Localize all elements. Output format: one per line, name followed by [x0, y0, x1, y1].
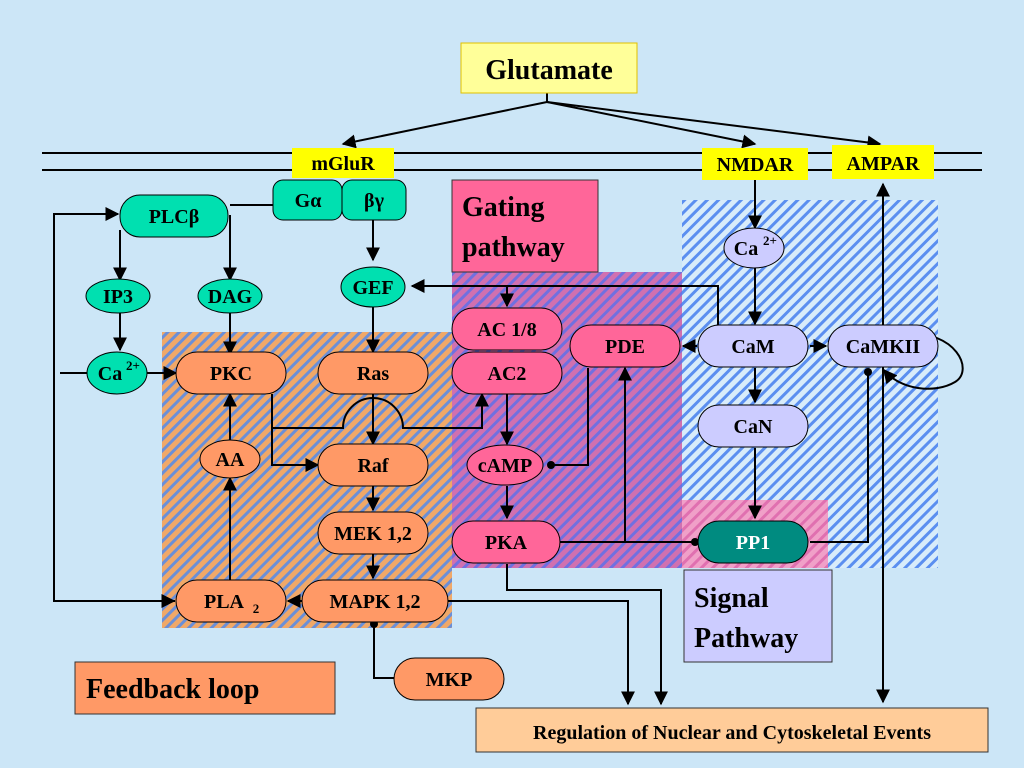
gating-pathway-label: Gating pathway: [451, 179, 599, 273]
svg-text:Signal: Signal: [694, 583, 769, 614]
mglur-label: mGluR: [292, 148, 394, 178]
regulation-label: Regulation of Nuclear and Cytoskeletal E…: [475, 707, 989, 753]
svg-text:Pathway: Pathway: [694, 623, 798, 654]
node-betagamma: βγ: [341, 179, 407, 221]
node-ac18: AC 1/8: [451, 307, 563, 351]
svg-text:Gα: Gα: [295, 190, 322, 212]
svg-text:CaN: CaN: [734, 416, 773, 438]
svg-text:PP1: PP1: [736, 532, 770, 554]
connections: [53, 180, 964, 706]
node-plcb: PLCβ: [119, 194, 229, 238]
node-raf: Raf: [317, 443, 429, 487]
svg-text:PLCβ: PLCβ: [149, 206, 200, 228]
node-dag: DAG: [197, 278, 263, 314]
node-ip3: IP3: [85, 278, 151, 314]
node-ras: Ras: [317, 351, 429, 395]
node-camp: cAMP: [466, 444, 544, 486]
node-can: CaN: [697, 404, 809, 448]
svg-text:2: 2: [253, 601, 260, 616]
node-ac2: AC2: [451, 351, 563, 395]
node-camkii: CaMKII: [827, 324, 939, 368]
svg-text:pathway: pathway: [462, 232, 565, 263]
svg-text:βγ: βγ: [364, 190, 385, 212]
svg-text:PDE: PDE: [605, 336, 645, 358]
svg-text:AA: AA: [216, 449, 245, 471]
svg-text:CaM: CaM: [731, 336, 774, 358]
svg-text:mGluR: mGluR: [311, 153, 375, 175]
svg-text:AC 1/8: AC 1/8: [477, 319, 536, 341]
svg-text:MAPK 1,2: MAPK 1,2: [329, 591, 420, 613]
svg-text:PKC: PKC: [210, 363, 252, 385]
svg-text:cAMP: cAMP: [478, 455, 532, 477]
svg-text:DAG: DAG: [208, 286, 253, 308]
svg-text:Ca: Ca: [734, 238, 758, 260]
node-mkp: MKP: [393, 657, 505, 701]
node-pkc: PKC: [175, 351, 287, 395]
node-pla2: PLA 2: [175, 579, 287, 623]
svg-text:PLA: PLA: [204, 591, 245, 613]
node-cam: CaM: [697, 324, 809, 368]
nmdar-label: NMDAR: [702, 148, 808, 180]
node-aa: AA: [199, 439, 261, 479]
node-pp1: PP1: [697, 520, 809, 564]
svg-text:CaMKII: CaMKII: [846, 336, 921, 358]
node-gef: GEF: [340, 266, 406, 308]
node-ca-left: Ca 2+: [86, 351, 148, 395]
svg-text:Regulation of Nuclear and Cyto: Regulation of Nuclear and Cytoskeletal E…: [533, 722, 931, 744]
svg-text:GEF: GEF: [352, 277, 393, 299]
svg-text:2+: 2+: [126, 358, 140, 373]
svg-text:Gating: Gating: [462, 192, 544, 223]
svg-text:Feedback loop: Feedback loop: [86, 674, 259, 705]
node-pka: PKA: [451, 520, 561, 564]
node-mek: MEK 1,2: [317, 511, 429, 555]
svg-text:Raf: Raf: [357, 455, 388, 477]
feedback-loop-label: Feedback loop: [74, 661, 336, 715]
svg-text:MEK 1,2: MEK 1,2: [334, 523, 412, 545]
svg-text:AC2: AC2: [488, 363, 527, 385]
svg-text:AMPAR: AMPAR: [847, 153, 920, 175]
node-mapk: MAPK 1,2: [301, 579, 449, 623]
svg-text:MKP: MKP: [426, 669, 473, 691]
node-pde: PDE: [569, 324, 681, 368]
glutamate-arrows: [341, 92, 882, 150]
signal-pathway-label: Signal Pathway: [683, 569, 833, 663]
node-galpha: Gα: [272, 179, 343, 221]
svg-text:Glutamate: Glutamate: [485, 55, 613, 86]
glutamate-label: Glutamate: [460, 42, 638, 94]
svg-text:NMDAR: NMDAR: [717, 154, 794, 176]
svg-text:Ca: Ca: [98, 363, 122, 385]
svg-text:IP3: IP3: [103, 286, 133, 308]
svg-text:2+: 2+: [763, 233, 777, 248]
svg-text:PKA: PKA: [485, 532, 528, 554]
ampar-label: AMPAR: [832, 145, 934, 179]
svg-text:Ras: Ras: [357, 363, 389, 385]
node-ca-right: Ca 2+: [723, 227, 785, 269]
